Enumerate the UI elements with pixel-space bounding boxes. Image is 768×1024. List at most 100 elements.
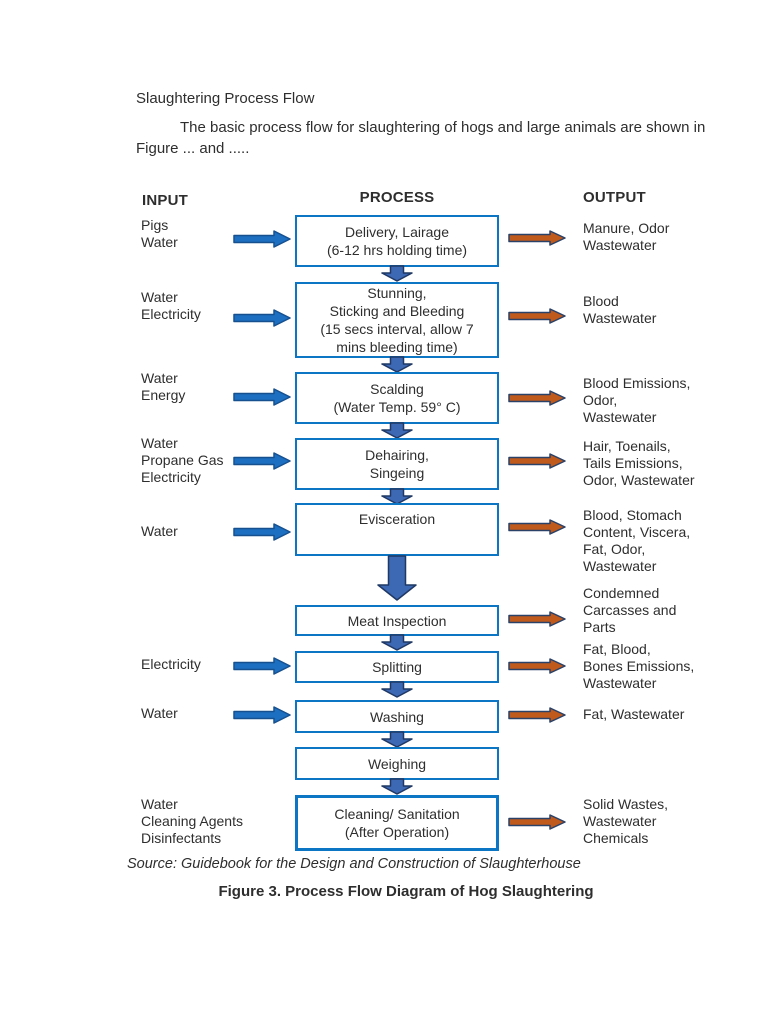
input-arrow	[233, 309, 291, 327]
input-label-line: Water	[141, 435, 178, 451]
input-arrow	[233, 523, 291, 541]
flow-down-arrow	[381, 488, 413, 505]
process-box: Cleaning/ Sanitation (After Operation)	[295, 795, 499, 851]
process-step-label: Weighing	[367, 755, 427, 772]
process-step-label: (15 secs interval, allow 7	[320, 321, 474, 337]
process-step-label: Meat Inspection	[347, 612, 447, 629]
process-box: Dehairing, Singeing	[295, 438, 499, 490]
process-step-label: Cleaning/ Sanitation	[334, 806, 460, 822]
input-label-line: Electricity	[141, 656, 201, 672]
process-step-label: Stunning,	[367, 285, 427, 301]
input-label-line: Water	[141, 289, 178, 305]
input-label: Electricity	[141, 656, 201, 673]
output-label-line: Carcasses and	[583, 602, 677, 618]
process-box: Splitting	[295, 651, 499, 683]
process-box: Delivery, Lairage (6-12 hrs holding time)	[295, 215, 499, 267]
output-label-line: Condemned	[583, 585, 660, 601]
output-arrow	[508, 658, 566, 674]
flow-down-arrow	[381, 356, 413, 373]
output-arrow	[508, 519, 566, 535]
flow-down-arrow	[381, 634, 413, 651]
output-label-line: Blood	[583, 293, 619, 309]
section-title: Slaughtering Process Flow	[136, 90, 315, 107]
output-label-line: Parts	[583, 619, 616, 635]
output-arrow	[508, 814, 566, 830]
process-box: Evisceration	[295, 503, 499, 556]
input-label-line: Pigs	[141, 217, 169, 233]
input-label-line: Water	[141, 523, 178, 539]
output-arrow	[508, 611, 566, 627]
output-arrow	[508, 453, 566, 469]
input-label: Water	[141, 705, 178, 722]
process-step-label: Scalding	[370, 381, 424, 397]
output-label-line: Solid Wastes,	[583, 796, 669, 812]
input-label-line: Water	[141, 234, 178, 250]
input-label-line: Water	[141, 705, 178, 721]
figure-caption: Figure 3. Process Flow Diagram of Hog Sl…	[218, 883, 594, 900]
output-label-line: Fat, Odor,	[583, 541, 646, 557]
output-label-line: Fat, Blood,	[583, 641, 651, 657]
output-label-line: Bones Emissions,	[583, 658, 695, 674]
output-arrow	[508, 230, 566, 246]
output-label: Blood Emissions,Odor,Wastewater	[583, 375, 690, 426]
output-label-line: Chemicals	[583, 830, 649, 846]
process-box: Meat Inspection	[295, 605, 499, 636]
input-label: Water	[141, 523, 178, 540]
input-label-line: Water	[141, 370, 178, 386]
output-label-line: Wastewater	[583, 675, 657, 691]
process-step-label: Delivery, Lairage	[344, 224, 449, 240]
input-label-line: Water	[141, 796, 178, 812]
input-label-line: Energy	[141, 387, 186, 403]
process-box: Stunning,Sticking and Bleeding(15 secs i…	[295, 282, 499, 358]
output-label-line: Manure, Odor	[583, 220, 670, 236]
input-arrow	[233, 452, 291, 470]
input-label-line: Cleaning Agents	[141, 813, 243, 829]
process-step-label: Splitting	[372, 659, 422, 675]
process-box: Weighing	[295, 747, 499, 780]
process-step-label: Washing	[370, 708, 424, 725]
flow-down-arrow	[381, 265, 413, 282]
output-label: Hair, Toenails,Tails Emissions,Odor, Was…	[583, 438, 695, 489]
process-step-label: mins bleeding time)	[336, 339, 458, 355]
process-box: Washing	[295, 700, 499, 733]
flow-down-arrow	[381, 681, 413, 698]
process-step-label: (After Operation)	[344, 824, 450, 840]
process-step-label: Evisceration	[358, 511, 436, 527]
paragraph-line-1: The basic process flow for slaughtering …	[180, 119, 706, 136]
output-label-line: Wastewater	[583, 558, 657, 574]
input-arrow	[233, 230, 291, 248]
column-header-process: PROCESS	[359, 189, 435, 206]
output-label-line: Blood, Stomach	[583, 507, 682, 523]
output-label-line: Wastewater	[583, 813, 657, 829]
output-label-line: Wastewater	[583, 310, 657, 326]
process-box: Scalding (Water Temp. 59° C)	[295, 372, 499, 424]
output-arrow	[508, 390, 566, 406]
output-label-line: Wastewater	[583, 237, 657, 253]
process-step-label: (6-12 hrs holding time)	[326, 242, 468, 258]
input-label-line: Electricity	[141, 306, 201, 322]
input-label-line: Electricity	[141, 469, 201, 485]
output-arrow	[508, 707, 566, 723]
output-label-line: Fat, Wastewater	[583, 706, 685, 722]
input-arrow	[233, 657, 291, 675]
process-step-label: Singeing	[369, 465, 425, 481]
output-label-line: Content, Viscera,	[583, 524, 691, 540]
output-label-line: Odor,	[583, 392, 618, 408]
process-step-label: Dehairing,	[365, 447, 429, 463]
paragraph-line-2: Figure ... and .....	[136, 140, 250, 157]
process-step-label: (Water Temp. 59° C)	[333, 399, 461, 415]
source-note: Source: Guidebook for the Design and Con…	[127, 856, 581, 872]
output-label: Fat, Wastewater	[583, 706, 684, 723]
flow-down-arrow	[381, 778, 413, 795]
output-arrow	[508, 308, 566, 324]
column-header-input: INPUT	[142, 192, 188, 209]
